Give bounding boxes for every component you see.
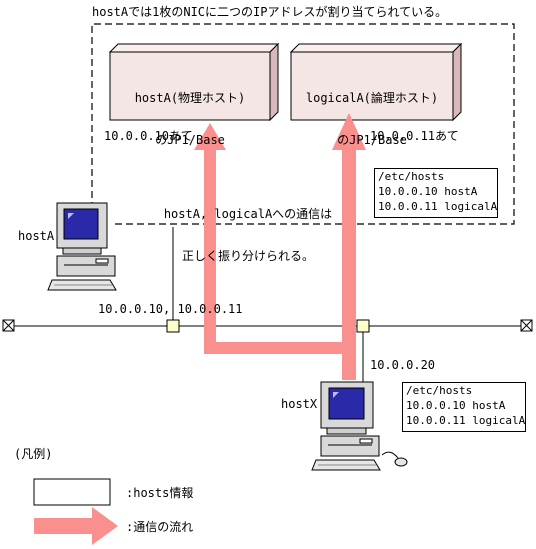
legend-hosts-info-label: :hosts情報	[126, 486, 194, 500]
dest-logicalA-label: 10.0.0.11あて	[370, 129, 459, 143]
legend-heading: (凡例)	[14, 447, 53, 461]
hostA-ip-label: 10.0.0.10, 10.0.0.11	[98, 302, 243, 316]
hostX-connector	[356, 319, 370, 333]
hostA-connector	[166, 319, 180, 333]
routing-note-line1: hostA, logicalAへの通信は	[163, 207, 333, 221]
dest-hostA-label: 10.0.0.10あて	[104, 129, 193, 143]
hostX-hosts-line-3: 10.0.0.11 logicalA	[406, 414, 526, 427]
hostX-hosts-line-1: /etc/hosts	[406, 384, 473, 397]
terminator-right	[520, 319, 533, 332]
jp1-base-hostA-line2: のJP1/Base	[155, 133, 225, 147]
legend-comm-flow-label: :通信の流れ	[126, 520, 194, 534]
jp1-base-logicalA-box	[289, 42, 463, 122]
jp1-base-logicalA-line2: のJP1/Base	[337, 133, 407, 147]
jp1-base-hostA-label: hostA(物理ホスト) のJP1/Base	[110, 63, 270, 161]
hostX-label: hostX	[281, 397, 318, 411]
jp1-base-hostA-line1: hostA(物理ホスト)	[134, 91, 246, 105]
hostX-computer-icon	[311, 381, 408, 471]
hostX-hosts-line-2: 10.0.0.10 hostA	[406, 399, 506, 412]
comm-flow-arrow-logicalA	[204, 113, 366, 380]
hostX-hosts-file: /etc/hosts 10.0.0.10 hostA 10.0.0.11 log…	[402, 382, 526, 432]
hostA-boundary	[91, 23, 515, 225]
hostX-ip-label: 10.0.0.20	[370, 358, 436, 372]
jp1-base-hostA-box	[108, 42, 280, 122]
diagram-title: hostAでは1枚のNICに二つのIPアドレスが割り当てられている。	[92, 5, 448, 19]
hostA-computer-icon	[47, 202, 117, 291]
terminator-left	[2, 319, 15, 332]
hostA-hosts-line-2: 10.0.0.10 hostA	[378, 185, 478, 198]
routing-note: hostA, logicalAへの通信は 正しく振り分けられる。	[148, 179, 348, 277]
routing-note-line2: 正しく振り分けられる。	[181, 249, 314, 263]
hostA-hosts-line-1: /etc/hosts	[378, 170, 445, 183]
jp1-base-logicalA-line1: logicalA(論理ホスト)	[305, 91, 439, 105]
legend-flow-arrow	[34, 507, 118, 545]
hostA-hosts-line-3: 10.0.0.11 logicalA	[378, 200, 498, 213]
comm-flow-arrow-hostA	[194, 123, 226, 354]
hostA-label: hostA	[18, 229, 55, 243]
jp1-base-logicalA-label: logicalA(論理ホスト) のJP1/Base	[291, 63, 453, 161]
legend-hosts-box	[33, 478, 111, 506]
hostA-hosts-file: /etc/hosts 10.0.0.10 hostA 10.0.0.11 log…	[374, 168, 498, 218]
